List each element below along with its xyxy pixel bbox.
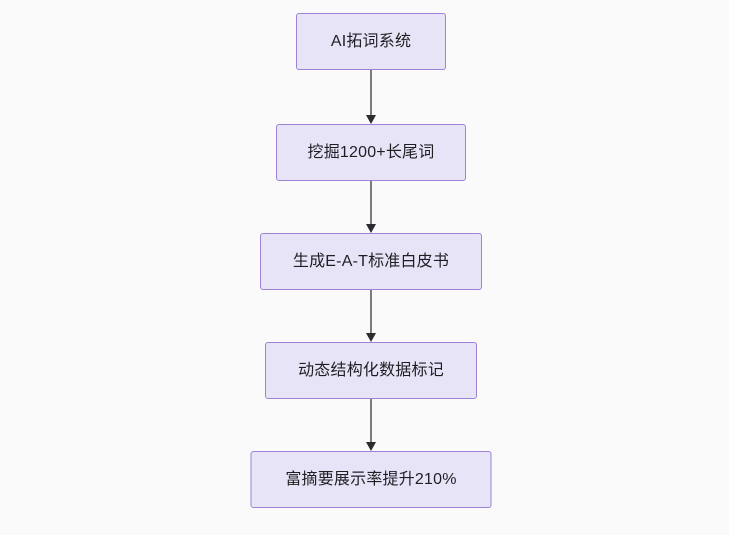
flow-node-dynamic-structured-data-markup[interactable]: 动态结构化数据标记 — [265, 342, 477, 399]
edge-connector-1 — [370, 70, 372, 115]
flow-node-label: 挖掘1200+长尾词 — [307, 143, 435, 161]
flow-node-label: 富摘要展示率提升210% — [285, 470, 457, 488]
edge-connector-4 — [370, 399, 372, 442]
edge-arrowhead-2 — [366, 224, 376, 233]
edge-arrowhead-4 — [366, 442, 376, 451]
edge-connector-3 — [370, 290, 372, 333]
flow-node-generate-eat-whitepaper[interactable]: 生成E-A-T标准白皮书 — [260, 233, 482, 290]
flow-node-label: AI拓词系统 — [330, 32, 412, 50]
flow-node-ai-keyword-system[interactable]: AI拓词系统 — [296, 13, 446, 70]
edge-arrowhead-1 — [366, 115, 376, 124]
edge-connector-2 — [370, 181, 372, 224]
flow-node-label: 生成E-A-T标准白皮书 — [292, 252, 450, 270]
edge-arrowhead-3 — [366, 333, 376, 342]
flow-node-label: 动态结构化数据标记 — [298, 361, 444, 379]
flow-node-rich-snippet-impression-lift[interactable]: 富摘要展示率提升210% — [250, 451, 492, 508]
flow-node-mine-longtail-keywords[interactable]: 挖掘1200+长尾词 — [276, 124, 466, 181]
